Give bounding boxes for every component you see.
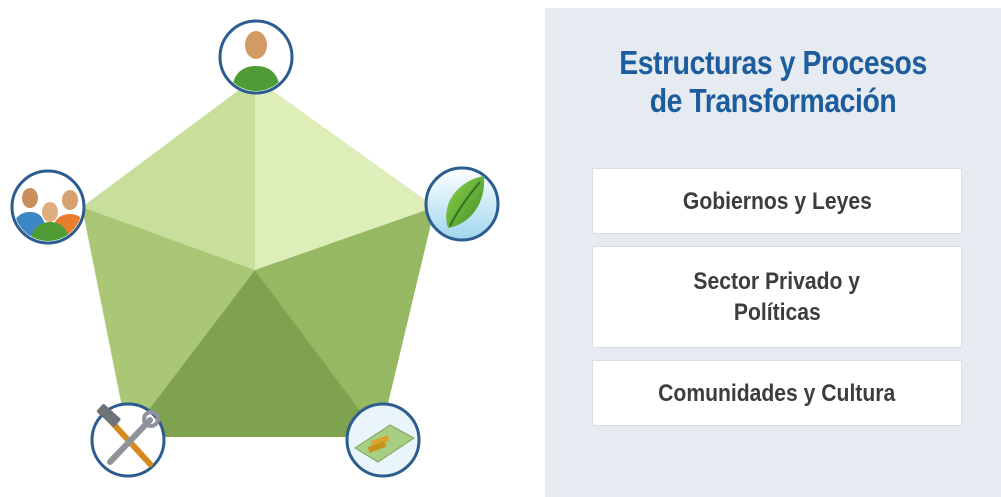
tools-icon	[90, 402, 166, 478]
item-gobiernos-leyes[interactable]: Gobiernos y Leyes	[592, 168, 962, 234]
panel-title: Estructuras y Procesos de Transformación	[577, 44, 969, 120]
leaf-icon	[424, 166, 500, 242]
pentagon-segment-top-right	[255, 78, 435, 270]
pentagon-segment-top-left	[82, 78, 255, 270]
panel-title-line-2: de Transformación	[649, 82, 897, 119]
item-label-line-2: Políticas	[733, 299, 821, 326]
panel-title-line-1: Estructuras y Procesos	[619, 44, 927, 81]
item-sector-privado-politicas[interactable]: Sector Privado y Políticas	[592, 246, 962, 348]
info-panel: Estructuras y Procesos de Transformación…	[545, 8, 1001, 497]
item-label-line-1: Sector Privado y	[693, 268, 861, 295]
item-label: Gobiernos y Leyes	[682, 187, 872, 215]
people-group-icon	[10, 169, 86, 245]
person-icon	[218, 19, 294, 95]
pentagon-segment-left	[82, 207, 255, 437]
pentagon-segment-bottom	[128, 270, 380, 437]
money-icon	[345, 402, 421, 478]
pentagon-segment-right	[255, 207, 435, 437]
item-label: Comunidades y Cultura	[658, 379, 896, 407]
pentagon-diagram	[10, 19, 500, 478]
item-comunidades-cultura[interactable]: Comunidades y Cultura	[592, 360, 962, 426]
